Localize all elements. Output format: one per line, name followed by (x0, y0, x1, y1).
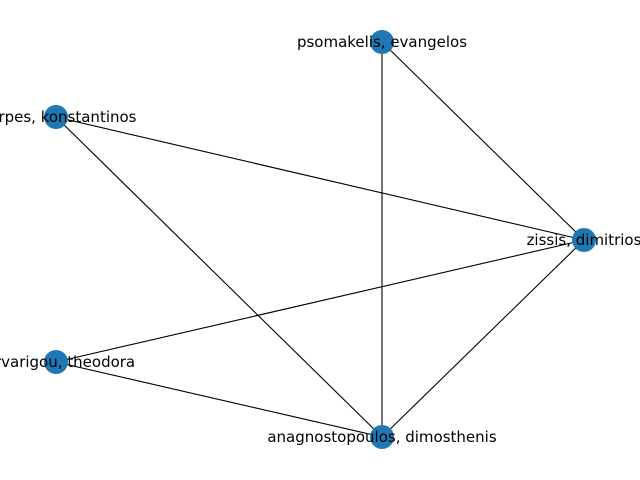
edge-n2-n5 (55, 116, 383, 438)
graph-node[interactable] (44, 350, 68, 374)
node-label: psomakelis, evangelos (297, 33, 467, 51)
nodes-layer (44, 30, 596, 449)
edge-n4-n5 (55, 361, 383, 438)
edge-n2-n3 (55, 116, 585, 241)
node-label: anagnostopoulos, dimosthenis (267, 428, 496, 446)
graph-node[interactable] (572, 228, 596, 252)
edge-n3-n5 (381, 239, 585, 438)
edges-layer (55, 41, 585, 438)
node-label: varvarigou, theodora (0, 353, 135, 371)
graph-node[interactable] (370, 30, 394, 54)
edge-n1-n3 (381, 41, 585, 241)
labels-layer: psomakelis, evangelos tserpes, konstantin… (0, 33, 640, 446)
graph-node[interactable] (370, 425, 394, 449)
node-label: zissis, dimitrios (527, 231, 640, 249)
graph-node[interactable] (44, 105, 68, 129)
node-label: tserpes, konstantinos (0, 108, 137, 126)
edge-n4-n3 (55, 239, 585, 363)
